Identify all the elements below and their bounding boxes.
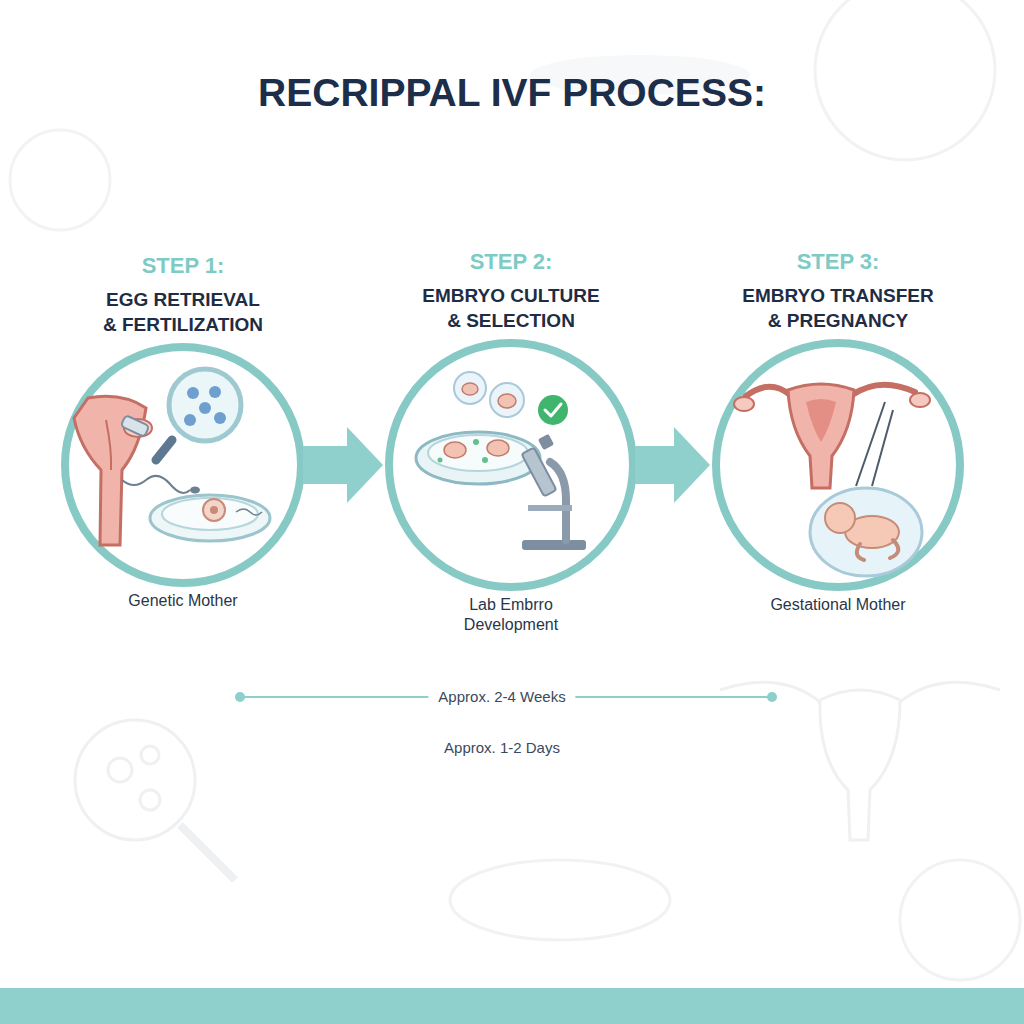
sperm-tail (236, 509, 262, 515)
needle-device (121, 415, 150, 437)
egg-cell (203, 499, 225, 521)
watermark-handle (180, 825, 235, 880)
step-number: STEP 2: (411, 249, 611, 275)
flow-arrow (635, 427, 710, 503)
step-number: STEP 3: (738, 249, 938, 275)
baby-head (825, 503, 855, 533)
microscope-tube (522, 448, 557, 497)
step-caption: Lab Embrro Development (361, 595, 661, 635)
step-caption: Genetic Mother (33, 591, 333, 611)
petri-dish (416, 432, 540, 484)
role-caption: Gestational Mother (738, 595, 938, 615)
timeline-label: Approx. 2-4 Weeks (428, 687, 575, 707)
embryo-icon (498, 394, 516, 408)
watermark-circle (815, 0, 995, 160)
embryo-bubble (490, 383, 524, 417)
petri-dish (150, 495, 270, 541)
watermark-dot (140, 790, 160, 810)
culture-dot (482, 457, 488, 463)
embryo-bubble (454, 372, 486, 404)
egg-nucleus (210, 506, 218, 514)
watermark-tubes (720, 682, 1000, 702)
step-header: STEP 2: EMBRYO CULTURE & SELECTION (361, 249, 661, 333)
egg-dot (199, 402, 211, 414)
watermark-dot (141, 746, 159, 764)
watermark-dot (108, 758, 132, 782)
step-heading: EMBRYO CULTURE & SELECTION (417, 283, 605, 333)
petri-dish-inner (162, 498, 258, 530)
step-header: STEP 3: EMBRYO TRANSFER & PREGNANCY (688, 249, 988, 333)
egg-dot (209, 386, 221, 398)
ovary-icon (910, 393, 930, 407)
fallopian-tube (852, 385, 915, 395)
diagram-title: RECRIPPAL IVF PROCESS: (0, 70, 1024, 116)
culture-dot (438, 458, 443, 463)
magnifier-lens (169, 369, 241, 441)
microscope-eyepiece (538, 434, 554, 450)
step-number: STEP 1: (83, 253, 283, 279)
step-header: STEP 1: EGG RETRIEVAL & FERTILIZATION (33, 253, 333, 337)
egg-dot (214, 412, 226, 424)
step-heading: EGG RETRIEVAL & FERTILIZATION (99, 287, 267, 337)
fallopian-tube (746, 387, 790, 396)
egg-dot (187, 387, 199, 399)
duration-label: Approx. 1-2 Days (434, 738, 570, 758)
watermark-circle (75, 720, 195, 840)
step-caption: Gestational Mother (688, 595, 988, 615)
role-caption: Lab Embrro Development (431, 595, 591, 635)
embryo-icon (462, 383, 478, 395)
sperm-tail (122, 476, 190, 493)
timeline-dot (235, 692, 245, 702)
watermark-circle (10, 130, 110, 230)
baby-arm (857, 544, 864, 560)
watermark-dish (450, 860, 670, 940)
embryo-icon (487, 440, 509, 456)
footer-band (0, 988, 1024, 1024)
petri-dish-inner (428, 435, 528, 471)
culture-dot (473, 439, 479, 445)
flow-arrow (303, 427, 383, 503)
transfer-catheter (856, 402, 885, 486)
uterus-cavity (106, 420, 111, 470)
ovary-icon (734, 397, 754, 411)
microscope-arm (550, 462, 566, 540)
check-badge (538, 395, 568, 425)
magnifier-handle (156, 440, 172, 460)
transfer-catheter (872, 410, 893, 486)
embryo-icon (444, 442, 466, 458)
role-caption: Genetic Mother (83, 591, 283, 611)
uterus-icon (788, 384, 854, 488)
timeline-dot (767, 692, 777, 702)
microscope-base (522, 540, 586, 550)
watermark-circle (900, 860, 1020, 980)
sperm-head (190, 487, 200, 494)
step-heading: EMBRYO TRANSFER & PREGNANCY (738, 283, 938, 333)
egg-dot (184, 414, 196, 426)
uterus-cavity (806, 399, 836, 442)
watermark-uterus (820, 690, 900, 840)
microscope-stage (528, 505, 572, 511)
womb-bubble (810, 488, 922, 576)
check-mark (545, 404, 561, 416)
baby-leg (890, 540, 898, 558)
